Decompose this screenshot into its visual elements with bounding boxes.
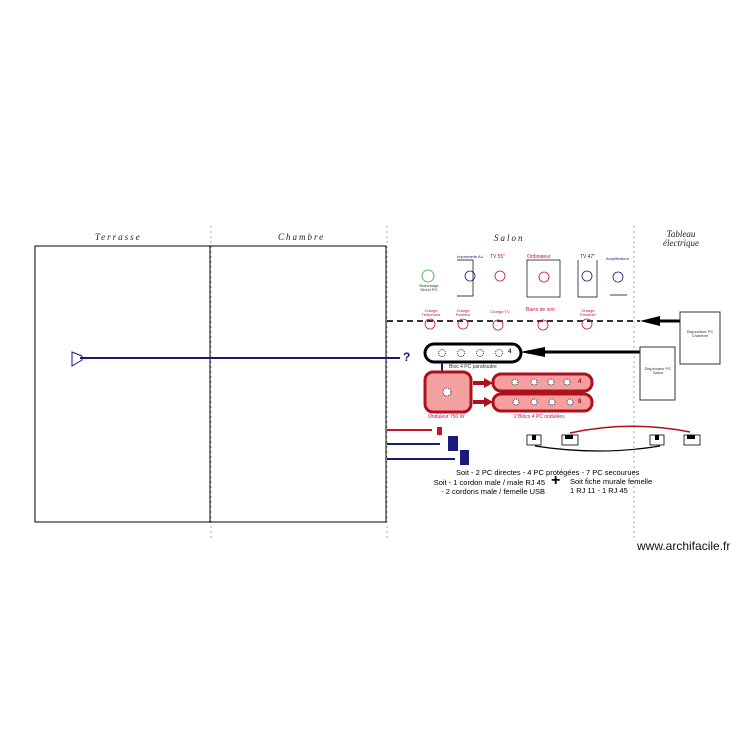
summary-left2: - 2 cordons male / femelle USB: [441, 487, 545, 496]
onduleur-label: Onduleur 750 W: [428, 414, 465, 420]
outlet-label: TV 47": [580, 254, 596, 260]
bloc-count: 8: [578, 399, 582, 405]
disjoncteur-salon: Disjoncteur PC Salon: [644, 366, 672, 375]
room-label-chambre: Chambre: [278, 232, 326, 242]
summary-left1: Soit - 1 cordon male / male RJ 45: [433, 478, 545, 487]
bloc-count: 4: [508, 349, 512, 355]
outlet-label: Ordinateur: [527, 254, 551, 260]
summary-line1: Soit - 2 PC directes - 4 PC protégées - …: [456, 468, 640, 477]
outlet-label: Amplificateur: [606, 256, 630, 261]
speaker-icon: [71, 351, 83, 367]
summary-right1: Soit fiche murale femelle: [570, 477, 653, 486]
watermark: www.archifacile.fr: [637, 539, 731, 553]
outlet-label: Barre de son: [526, 307, 555, 313]
bloc-ondule-2: [491, 392, 594, 413]
chambre-room: [209, 245, 387, 523]
bloc-parafoudre: [423, 342, 523, 364]
outlet-label: Charge Routeur: [455, 308, 471, 317]
plus-icon: +: [551, 472, 561, 489]
outlet-label: TV 55": [490, 254, 506, 260]
unknown-connection: ?: [403, 350, 411, 364]
outlet-label: Branchage Direct PC: [419, 283, 439, 292]
bloc-parafoudre-label: Bloc 4 PC parafoudre: [449, 364, 497, 370]
outlet-label: Charge Enceinte: [580, 308, 596, 317]
bloc-ondule-1: [491, 372, 594, 393]
blocs-ondules-label: 2 Blocs 4 PC ondulées: [514, 414, 565, 420]
terrasse-room: [34, 245, 211, 523]
room-label-tableau: Tableau électrique: [663, 229, 699, 248]
summary-right2: 1 RJ 11 - 1 RJ 45: [570, 486, 628, 495]
bloc-count: 4: [578, 379, 582, 385]
disjoncteur-chambre: Disjoncteur PC Chambre: [686, 329, 714, 338]
outlet-label: Charge TV: [490, 309, 510, 314]
outlet-label: Imprimante A4: [457, 254, 483, 259]
room-label-terrasse: Terrasse: [95, 232, 142, 242]
room-label-salon: Salon: [494, 233, 525, 243]
outlet-label: Charge Téléphone: [421, 308, 441, 317]
